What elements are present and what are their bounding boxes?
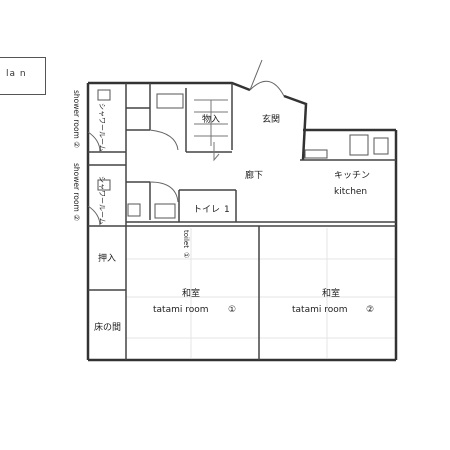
tatami1-en-label: tatami room (153, 305, 209, 315)
storage-room-label: 物入 (202, 113, 220, 125)
toilet-en-label: toilet (182, 230, 190, 248)
toilet-en-num-label: ① (182, 252, 190, 258)
shower-room-upper-jp-label: シャワールーム (98, 103, 106, 152)
tatami-grid (126, 228, 396, 358)
kitchen-en-label: kitchen (334, 187, 367, 197)
shower-room-lower-en-label: shower room ② (72, 163, 81, 221)
tokonoma-label: 床の間 (94, 321, 121, 333)
plan-legend-box: la n (0, 57, 46, 95)
kitchen-jp-label: キッチン (334, 170, 370, 181)
shower-room-lower-jp-label: シャワールーム (98, 176, 106, 225)
toilet-jp-label: トイレ (193, 205, 220, 215)
oshiire-label: 押入 (98, 252, 116, 264)
hallway-label: 廊下 (245, 169, 263, 181)
tatami1-jp-label: 和室 (182, 287, 200, 299)
interior-walls (88, 83, 396, 360)
door-swings (87, 59, 285, 227)
entrance-label: 玄関 (262, 113, 280, 125)
tatami1-num-label: ① (228, 305, 236, 315)
tatami2-num-label: ② (366, 305, 374, 315)
tatami2-jp-label: 和室 (322, 287, 340, 299)
plan-legend-text: la n (6, 69, 27, 79)
fixtures (97, 89, 389, 219)
tatami2-en-label: tatami room (292, 305, 348, 315)
stairs (194, 99, 228, 162)
toilet-num-label: 1 (224, 205, 230, 215)
shower-room-upper-en-label: shower room ② (72, 90, 81, 148)
